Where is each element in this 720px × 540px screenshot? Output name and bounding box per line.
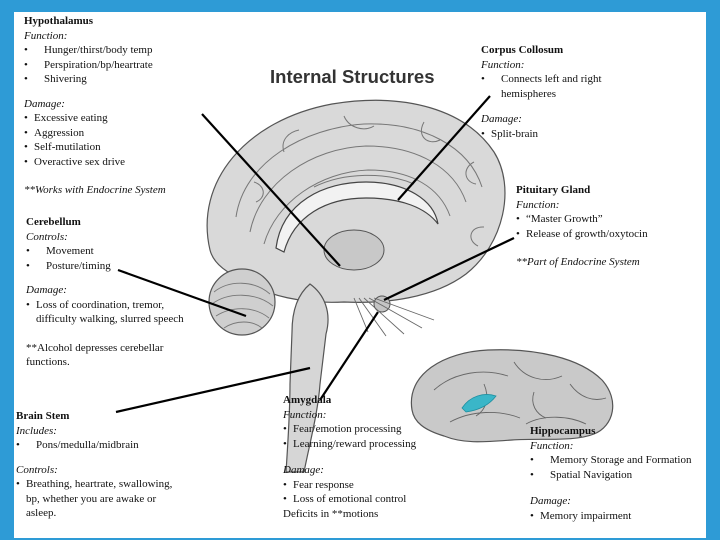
- hippocampus-highlight: [461, 394, 497, 413]
- hypothalamus-damage-label: Damage:: [24, 97, 65, 110]
- list-item: •Fear response: [283, 478, 354, 491]
- page-title: Internal Structures: [270, 66, 435, 87]
- amygdala-block: Amygdala Function: •Fear/emotion process…: [283, 393, 463, 521]
- cerebellum-title: Cerebellum: [26, 216, 81, 228]
- list-item: •Self-mutilation: [24, 141, 101, 153]
- list-item: •Fear/emotion processing: [283, 423, 402, 435]
- brain-stem-block: Brain Stem Includes: •Pons/medulla/midbr…: [16, 409, 216, 521]
- hypothalamus-function-label: Function:: [24, 29, 68, 42]
- list-item: •Hunger/thirst/body temp: [24, 44, 153, 56]
- list-item: •Loss of emotional control: [283, 493, 407, 505]
- cerebellum-controls-label: Controls:: [26, 230, 68, 243]
- brain-stem-title: Brain Stem: [16, 410, 70, 422]
- list-item: •Breathing, heartrate, swallowing,: [16, 478, 173, 490]
- list-item-continuation: hemispheres: [501, 87, 556, 100]
- corpus-collosum-damage-label: Damage:: [481, 113, 522, 125]
- pituitary-function-label: Function:: [516, 198, 560, 211]
- corpus-collosum-block: Corpus Collosum Function: •Connects left…: [481, 43, 671, 141]
- corpus-collosum-title: Corpus Collosum: [481, 44, 564, 56]
- cerebellum-illustration: [208, 268, 276, 336]
- list-item: •Memory impairment: [530, 509, 632, 522]
- list-item: •“Master Growth”: [516, 213, 603, 225]
- pituitary-note: **Part of Endocrine System: [516, 256, 640, 268]
- list-item: •Split-brain: [481, 127, 539, 140]
- list-item-continuation: bp, whether you are awake or: [26, 492, 157, 505]
- cerebellum-block: Cerebellum Controls: •Movement •Posture/…: [26, 215, 226, 370]
- hypothalamus-block: Hypothalamus Function: •Hunger/thirst/bo…: [24, 14, 214, 198]
- amygdala-function-label: Function:: [283, 408, 327, 421]
- list-item: •Learning/reward processing: [283, 437, 417, 450]
- amygdala-damage-extra: Deficits in **motions: [283, 507, 379, 520]
- hippocampus-block: Hippocampus Function: •Memory Storage an…: [530, 424, 706, 523]
- list-item: •Spatial Navigation: [530, 468, 633, 481]
- corpus-collosum-function-label: Function:: [481, 58, 525, 71]
- brain-stem-controls-label: Controls:: [16, 463, 58, 476]
- list-item-continuation: difficulty walking, slurred speech: [36, 313, 184, 325]
- list-item: •Memory Storage and Formation: [530, 454, 692, 466]
- list-item-continuation: asleep.: [26, 507, 57, 519]
- list-item: •Connects left and right: [481, 73, 602, 85]
- list-item: •Release of growth/oxytocin: [516, 227, 648, 240]
- hippocampus-title: Hippocampus: [530, 425, 596, 437]
- hippocampus-damage-label: Damage:: [530, 495, 571, 507]
- amygdala-damage-label: Damage:: [283, 464, 324, 476]
- list-item: •Shivering: [24, 73, 87, 85]
- cerebellum-damage-label: Damage:: [26, 284, 67, 296]
- pituitary-title: Pituitary Gland: [516, 184, 591, 196]
- cerebellum-note: **Alcohol depresses cerebellar functions…: [26, 341, 164, 369]
- list-item: •Movement: [26, 245, 94, 257]
- list-item: •Perspiration/bp/heartrate: [24, 58, 153, 71]
- list-item: •Pons/medulla/midbrain: [16, 439, 139, 451]
- list-item: •Aggression: [24, 126, 85, 139]
- hippocampus-function-label: Function:: [530, 439, 574, 452]
- hypothalamus-note: **Works with Endocrine System: [24, 184, 166, 196]
- list-item: •Overactive sex drive: [24, 155, 126, 168]
- brain-lateral-illustration: [410, 349, 614, 443]
- brain-diagram: [115, 95, 614, 473]
- list-item: •Excessive eating: [24, 112, 108, 124]
- hypothalamus-title: Hypothalamus: [24, 15, 94, 27]
- pointer-lines: [115, 95, 515, 414]
- list-item: •Loss of coordination, tremor,: [26, 298, 165, 311]
- brain-stem-includes-label: Includes:: [16, 424, 57, 437]
- list-item: •Posture/timing: [26, 259, 111, 272]
- pituitary-block: Pituitary Gland Function: •“Master Growt…: [516, 183, 691, 270]
- amygdala-title: Amygdala: [283, 394, 332, 406]
